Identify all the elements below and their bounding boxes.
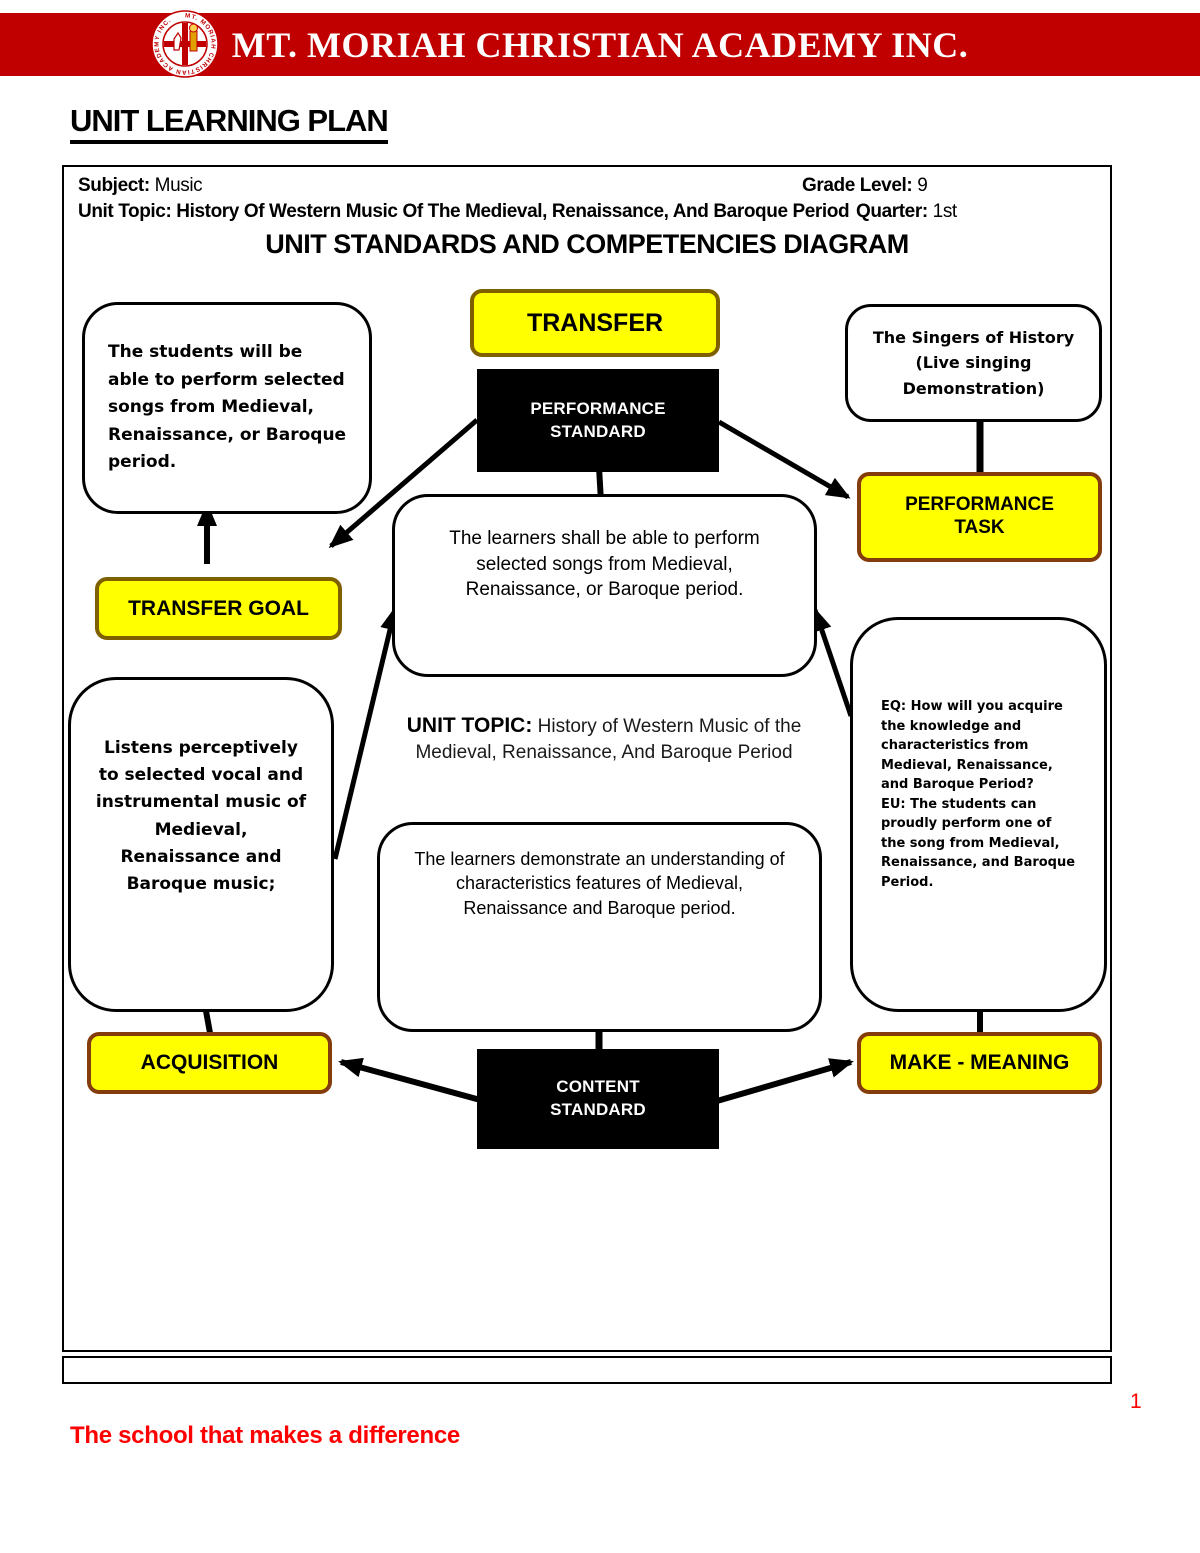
transfer-label: TRANSFER — [526, 309, 664, 337]
essential-question-text: EQ: How will you acquire the knowledge a… — [881, 699, 1063, 792]
school-banner: MT. MORIAH CHRISTIAN ACADEMY INC. MT. MO… — [0, 10, 1200, 78]
performance-task-text-box: The Singers of History (Live singing Dem… — [845, 304, 1102, 422]
performance-standard-text: The learners shall be able to perform se… — [449, 528, 760, 601]
performance-standard-node: PERFORMANCE STANDARD — [477, 369, 719, 472]
unit-plan-frame: Subject: Music Grade Level: 9 Unit Topic… — [62, 165, 1112, 1352]
performance-standard-text-box: The learners shall be able to perform se… — [392, 494, 817, 677]
quarter-line: Quarter: 1st — [856, 201, 957, 223]
empty-row-frame — [62, 1356, 1112, 1384]
grade-level-label: Grade Level: — [802, 175, 913, 196]
transfer-goal-text-box: The students will be able to perform sel… — [82, 302, 372, 514]
acquisition-text: Listens perceptively to selected vocal a… — [95, 737, 307, 894]
diagram-title: UNIT STANDARDS AND COMPETENCIES DIAGRAM — [265, 229, 909, 259]
school-name: MT. MORIAH CHRISTIAN ACADEMY INC. — [231, 24, 969, 65]
acquisition-label: ACQUISITION — [140, 1051, 279, 1075]
performance-task-node: PERFORMANCE TASK — [857, 472, 1102, 562]
content-standard-text: The learners demonstrate an understandin… — [414, 849, 785, 918]
transfer-node: TRANSFER — [470, 289, 720, 357]
school-seal-icon: MT. MORIAH CHRISTIAN ACADEMY INC. — [151, 10, 219, 78]
school-tagline: The school that makes a difference — [70, 1422, 460, 1449]
make-meaning-node: MAKE - MEANING — [857, 1032, 1102, 1094]
grade-level-value: 9 — [917, 175, 928, 196]
enduring-understanding-text: EU: The students can proudly perform one… — [881, 796, 1076, 890]
quarter-value: 1st — [932, 201, 958, 222]
content-standard-text-box: The learners demonstrate an understandin… — [377, 822, 822, 1032]
subject-line: Subject: Music — [78, 175, 203, 197]
doc-title: UNIT LEARNING PLAN — [70, 103, 389, 144]
unit-topic-center-label: UNIT TOPIC: — [406, 714, 533, 737]
eq-eu-box: EQ: How will you acquire the knowledge a… — [850, 617, 1107, 1012]
performance-task-label: PERFORMANCE TASK — [905, 494, 1054, 538]
unit-topic-line: Unit Topic: History Of Western Music Of … — [78, 201, 850, 223]
subject-label: Subject: — [78, 175, 150, 196]
unit-topic-center: UNIT TOPIC: History of Western Music of … — [394, 712, 814, 766]
performance-standard-label: PERFORMANCE STANDARD — [530, 398, 666, 441]
page-number: 1 — [1130, 1390, 1142, 1413]
subject-value: Music — [154, 175, 203, 196]
transfer-goal-node: TRANSFER GOAL — [95, 577, 342, 640]
quarter-label: Quarter: — [856, 201, 928, 222]
content-standard-label: CONTENT STANDARD — [550, 1077, 646, 1119]
unit-topic-center-text: History of Western Music of the Medieval… — [415, 716, 802, 764]
acquisition-node: ACQUISITION — [87, 1032, 332, 1094]
make-meaning-label: MAKE - MEANING — [889, 1051, 1070, 1075]
acquisition-text-box: Listens perceptively to selected vocal a… — [68, 677, 334, 1012]
transfer-goal-label: TRANSFER GOAL — [128, 596, 309, 620]
unit-topic-label: Unit Topic: — [78, 201, 172, 222]
content-standard-node: CONTENT STANDARD — [477, 1049, 719, 1149]
grade-level-line: Grade Level: 9 — [802, 175, 928, 197]
transfer-goal-text: The students will be able to perform sel… — [108, 342, 347, 473]
unit-topic-value: History Of Western Music Of The Medieval… — [176, 201, 850, 222]
performance-task-text: The Singers of History (Live singing Dem… — [872, 327, 1075, 398]
